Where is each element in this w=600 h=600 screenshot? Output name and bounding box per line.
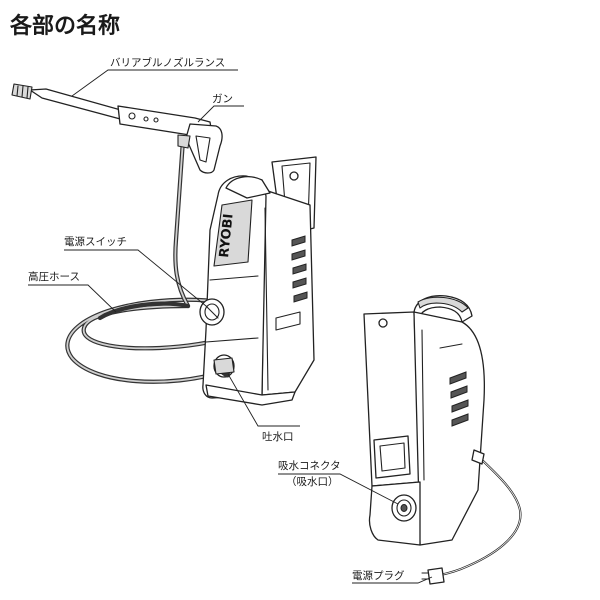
pressure-washer-rear-view xyxy=(363,294,522,585)
power-cord xyxy=(438,449,522,577)
power-switch[interactable] xyxy=(199,298,225,326)
label-inlet-sub: （吸水口） xyxy=(286,476,339,488)
label-power-switch: 電源スイッチ xyxy=(64,235,127,248)
label-gun: ガン xyxy=(212,93,233,105)
label-water-outlet: 吐水口 xyxy=(262,431,294,443)
label-lance: バリアブルノズルランス xyxy=(110,56,225,69)
pressure-washer-front-view: RYOBI xyxy=(11,83,317,406)
lance-and-gun xyxy=(11,83,223,174)
brand-logo: RYOBI xyxy=(217,213,237,258)
label-inlet-connector: 吸水コネクタ xyxy=(278,460,341,472)
label-power-plug: 電源プラグ xyxy=(352,569,405,582)
page-title: 各部の名称 xyxy=(9,13,120,39)
machine-body: RYOBI xyxy=(199,156,317,406)
water-inlet-connector xyxy=(391,494,417,522)
label-high-pressure-hose: 高圧ホース xyxy=(28,270,80,283)
power-plug xyxy=(421,567,445,585)
